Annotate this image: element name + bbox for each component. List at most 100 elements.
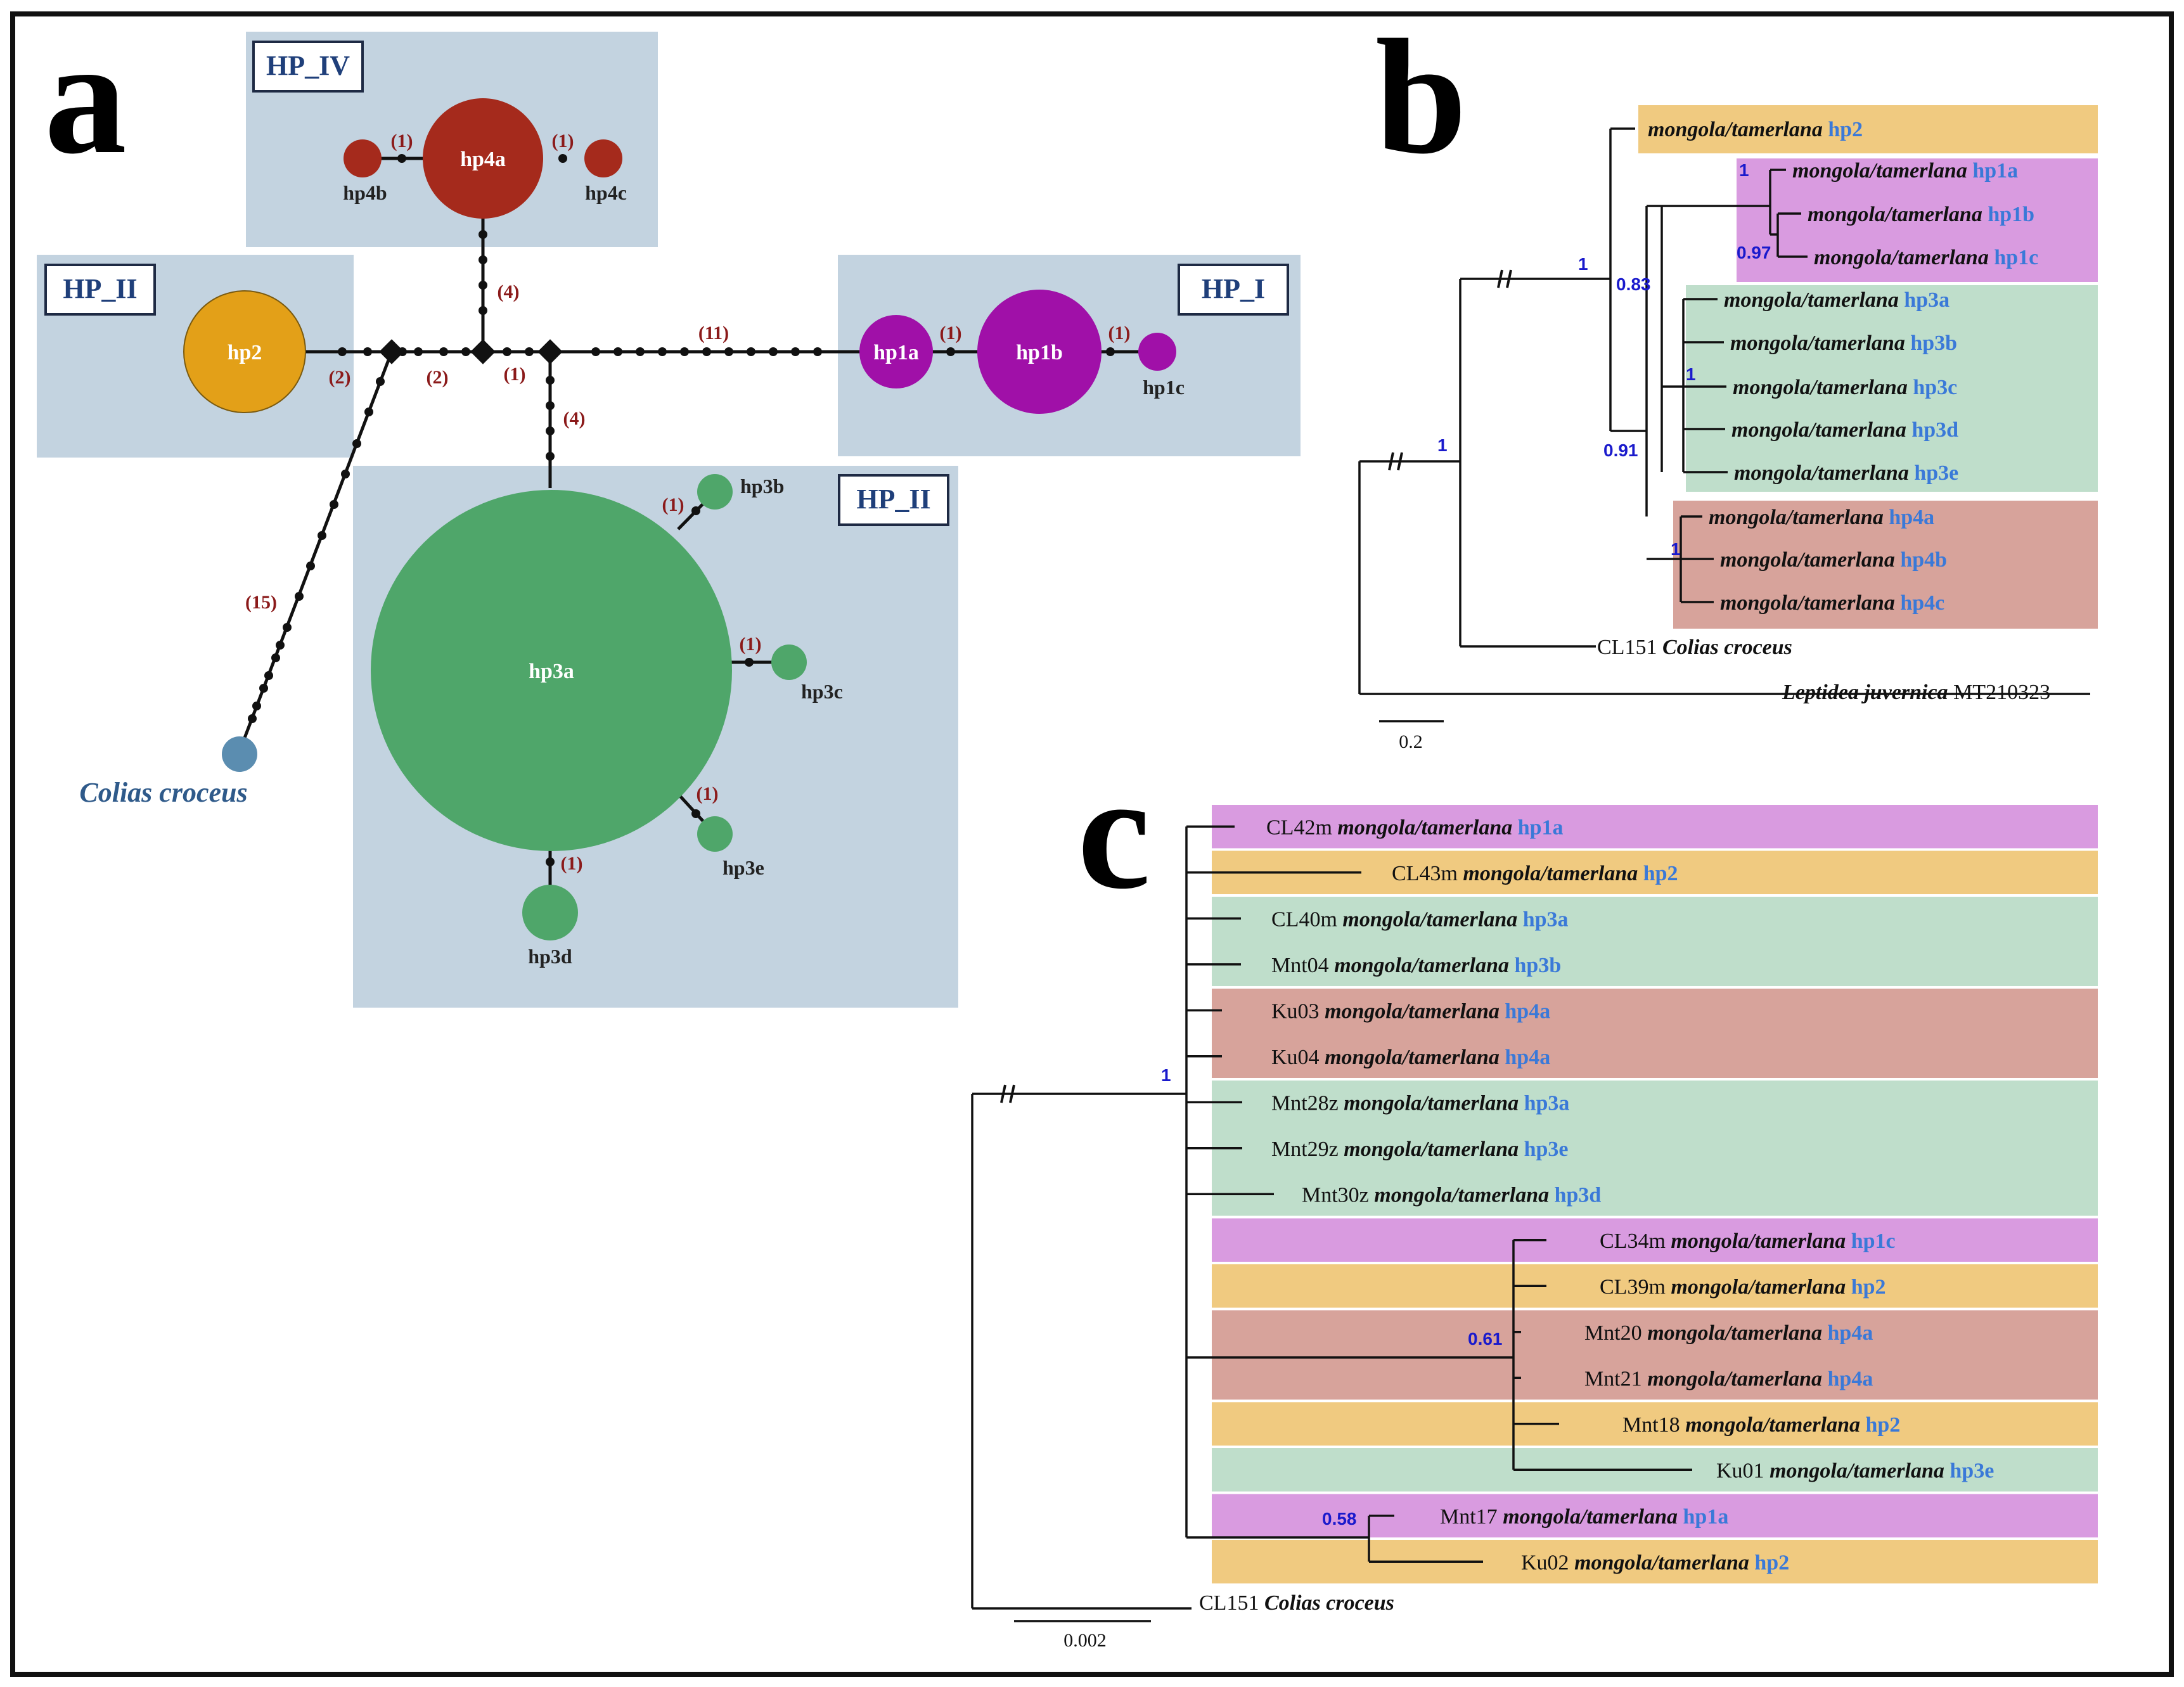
panel-b-tip-hp3b: mongola/tamerlana hp3b [1730, 331, 1957, 355]
panel-b-tip-hp1c: mongola/tamerlana hp1c [1814, 246, 2038, 269]
panel-c-bg-hp3 [1212, 897, 2098, 986]
group-label-hp4: HP_IV [252, 41, 364, 93]
svg-text:(1): (1) [504, 364, 526, 385]
panel-c-bg-hp2 [1212, 1402, 2098, 1446]
node-hp1a: hp1a [859, 315, 933, 388]
panel-c-scale: 0.002 [1014, 1620, 1151, 1651]
panel-c-bg-hp2 [1212, 1264, 2098, 1308]
svg-text:1: 1 [1161, 1065, 1171, 1085]
median-vectors [379, 339, 563, 364]
svg-text:Colias croceus: Colias croceus [79, 777, 247, 808]
panel-b-tip-hp3a: mongola/tamerlana hp3a [1724, 288, 1950, 312]
svg-text:0.2: 0.2 [1399, 731, 1423, 752]
panel-b-backgrounds [1638, 105, 2098, 629]
svg-text:HP_IV: HP_IV [266, 50, 350, 81]
node-hp4a: hp4a [423, 98, 543, 219]
panel-b-tree [1358, 127, 2090, 695]
svg-text:hp4a: hp4a [460, 148, 506, 171]
svg-text:(15): (15) [245, 592, 277, 613]
svg-text:HP_II: HP_II [856, 484, 930, 515]
panel-b-tip-hp3c: mongola/tamerlana hp3c [1733, 376, 1957, 399]
mutation-ticks [248, 154, 1115, 866]
panel-c-bg-hp4 [1212, 989, 2098, 1078]
svg-text:0.58: 0.58 [1322, 1509, 1357, 1529]
panel-letter-c: c [1077, 741, 1150, 923]
svg-text:(1): (1) [697, 783, 719, 804]
panel-letter-a: a [44, 6, 127, 188]
panel-c-bg-hp1 [1212, 1494, 2098, 1537]
svg-text:0.002: 0.002 [1063, 1630, 1107, 1651]
panel-b-outgroups: CL151 Colias croceus Leptidea juvernica … [1597, 636, 2050, 704]
panel-b-bg-hp4 [1673, 501, 2098, 629]
svg-text:(1): (1) [1108, 323, 1131, 343]
panel-letter-b: b [1375, 6, 1467, 188]
panel-b-bg-hp1 [1737, 158, 2098, 282]
panel-c-tip-ku02: Ku02 mongola/tamerlana hp2 [1521, 1551, 1789, 1574]
group-label-hp3: HP_II [838, 474, 949, 526]
panel-c-tip-cl42m: CL42m mongola/tamerlana hp1a [1266, 816, 1564, 839]
svg-text:HP_II: HP_II [63, 273, 137, 304]
svg-text:(4): (4) [563, 408, 586, 429]
svg-text:hp1b: hp1b [1016, 341, 1063, 364]
panel-b-supports: 1 0.97 1 0.83 1 0.91 1 1 [1437, 160, 1771, 559]
node-hp3d: hp3d [522, 885, 578, 968]
panel-b-bg-hp3 [1686, 285, 2098, 492]
node-outgroup: Colias croceus [79, 736, 257, 808]
outgroup-leptidea: Leptidea juvernica MT210323 [1782, 681, 2050, 704]
svg-text:(1): (1) [552, 131, 574, 151]
node-hp2: hp2 [183, 290, 306, 413]
node-hp4b: hp4b [343, 139, 387, 204]
svg-text:hp4c: hp4c [585, 181, 627, 204]
panel-c-bg-hp1 [1212, 1218, 2098, 1262]
svg-text:0.83: 0.83 [1616, 274, 1651, 294]
panel-c-tip-mnt18: Mnt18 mongola/tamerlana hp2 [1622, 1413, 1900, 1437]
panel-c-tip-ku01: Ku01 mongola/tamerlana hp3e [1716, 1459, 1994, 1482]
svg-text:hp3d: hp3d [528, 945, 572, 968]
node-hp1b: hp1b [977, 290, 1102, 414]
svg-text:1: 1 [1739, 160, 1749, 180]
panel-b-scale: 0.2 [1379, 720, 1444, 752]
svg-text:1: 1 [1578, 254, 1588, 274]
svg-text:(1): (1) [740, 634, 762, 655]
svg-text:1: 1 [1437, 435, 1448, 455]
panel-b-tip-hp2: mongola/tamerlana hp2 [1648, 118, 1863, 141]
node-hp3b: hp3b [697, 474, 784, 510]
group-label-hp1: HP_I [1178, 264, 1289, 316]
panel-a: a HP_IV HP_II HP_I HP_II [37, 6, 1301, 1008]
svg-text:(4): (4) [498, 281, 520, 302]
panel-b-tip-hp1a: mongola/tamerlana hp1a [1792, 159, 2018, 183]
svg-text:hp3e: hp3e [723, 856, 764, 879]
panel-c-tip-mnt30z: Mnt30z mongola/tamerlana hp3d [1302, 1183, 1601, 1207]
svg-text:(2): (2) [427, 367, 449, 388]
svg-text:1: 1 [1686, 364, 1696, 384]
outgroup-colias-c: CL151 Colias croceus [1199, 1591, 1394, 1615]
svg-text:1: 1 [1671, 539, 1681, 559]
outgroup-colias-b: CL151 Colias croceus [1597, 636, 1792, 659]
svg-text:(1): (1) [561, 853, 583, 874]
panel-b-tips: mongola/tamerlana hp2 mongola/tamerlana h… [1648, 118, 2038, 615]
svg-text:hp1c: hp1c [1143, 376, 1185, 399]
panel-b-bg-hp2 [1638, 105, 2098, 153]
node-hp1c: hp1c [1138, 333, 1185, 399]
svg-text:hp2: hp2 [228, 341, 262, 364]
node-hp4c: hp4c [584, 139, 627, 204]
svg-text:hp1a: hp1a [873, 341, 919, 364]
panel-c-tip-cl34m: CL34m mongola/tamerlana hp1c [1600, 1229, 1896, 1253]
panel-c-tree [971, 825, 1692, 1610]
svg-text:hp3c: hp3c [801, 680, 843, 703]
panel-c-bg-hp4 [1212, 1310, 2098, 1400]
panel-c-bg-hp1 [1212, 805, 2098, 849]
svg-text:(1): (1) [391, 131, 413, 151]
group-label-hp2: HP_II [44, 264, 156, 316]
panel-c-tip-ku03: Ku03 mongola/tamerlana hp4a [1271, 999, 1550, 1023]
svg-text:(1): (1) [662, 494, 684, 515]
node-hp3c: hp3c [771, 645, 843, 703]
panel-c-outgroup: CL151 Colias croceus [1199, 1591, 1394, 1615]
panel-c-tip-mnt20: Mnt20 mongola/tamerlana hp4a [1584, 1321, 1873, 1345]
panel-c-supports: 1 0.61 0.58 [1161, 1065, 1503, 1529]
svg-text:0.91: 0.91 [1603, 440, 1638, 460]
svg-text:0.97: 0.97 [1737, 243, 1771, 262]
svg-text:HP_I: HP_I [1202, 273, 1265, 304]
